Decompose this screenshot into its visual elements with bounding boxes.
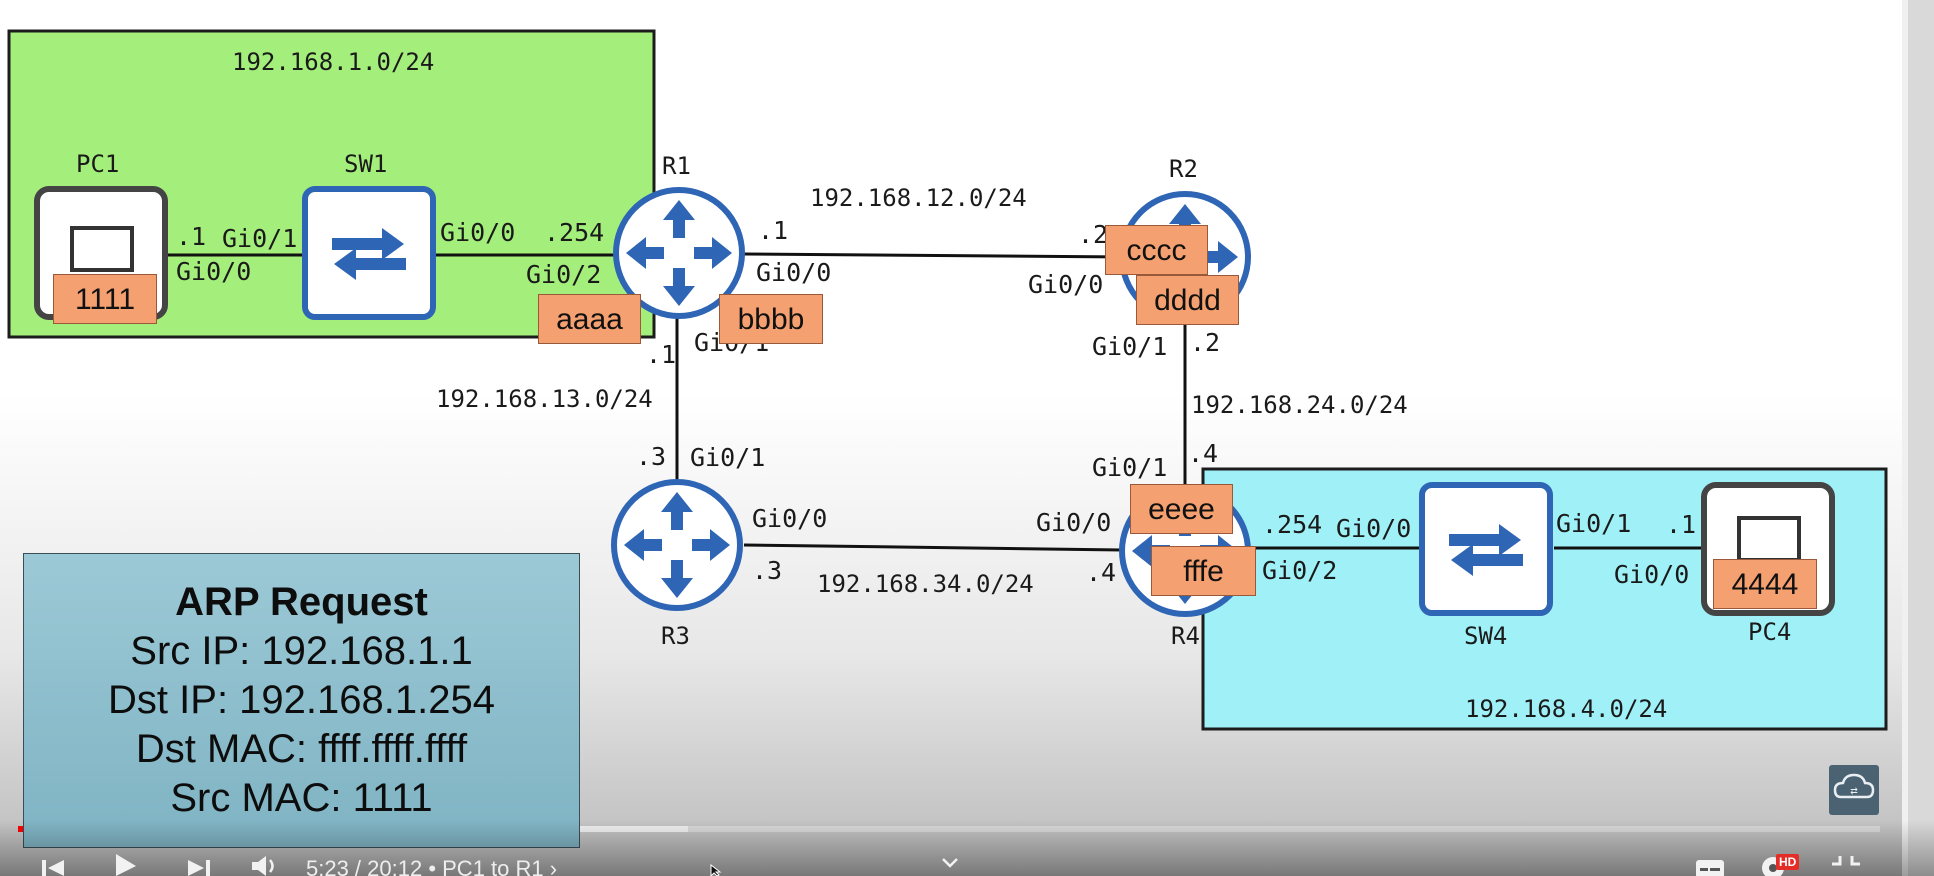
time-display[interactable]: 5:23 / 20:12 • PC1 to R1 › bbox=[306, 856, 558, 876]
device-name-r2: R2 bbox=[1169, 155, 1198, 183]
network-label-r2r4: 192.168.24.0/24 bbox=[1191, 391, 1408, 419]
r2-gi00-ip-label: .2 bbox=[1078, 220, 1109, 249]
device-name-sw1: SW1 bbox=[344, 150, 388, 178]
arp-dst-mac: Dst MAC: ffff.ffff.ffff bbox=[135, 727, 468, 771]
chevron-down-icon[interactable] bbox=[940, 856, 960, 870]
device-name-r3: R3 bbox=[661, 622, 690, 650]
r4-gi01-ip-label: .4 bbox=[1188, 439, 1219, 468]
sw1-gi00-label: Gi0/0 bbox=[440, 218, 516, 247]
mac-tag-r1-gi00: bbbb bbox=[719, 294, 823, 344]
play-icon[interactable] bbox=[112, 852, 140, 876]
r4-gi02-ip-label: .254 bbox=[1262, 510, 1323, 539]
device-name-r4: R4 bbox=[1171, 622, 1200, 650]
arp-src-ip: Src IP: 192.168.1.1 bbox=[130, 629, 473, 673]
r1-gi02-ip-label: .254 bbox=[544, 218, 605, 247]
network-label-r1r3: 192.168.13.0/24 bbox=[436, 385, 653, 413]
r1-gi01-ip-label: .1 bbox=[646, 340, 677, 369]
r4-gi02-label: Gi0/2 bbox=[1262, 556, 1338, 585]
sw1-node bbox=[302, 186, 436, 320]
arp-dst-ip: Dst IP: 192.168.1.254 bbox=[108, 678, 495, 722]
network-label-r3r4: 192.168.34.0/24 bbox=[817, 570, 1034, 598]
r1-node bbox=[612, 186, 746, 320]
arp-request-box: ARP Request Src IP: 192.168.1.1 Dst IP: … bbox=[23, 553, 580, 848]
mac-tag-r1-gi02: aaaa bbox=[538, 294, 641, 344]
r3-gi01-ip-label: .3 bbox=[636, 442, 667, 471]
hd-badge: HD bbox=[1776, 854, 1800, 870]
network-label-r1r2: 192.168.12.0/24 bbox=[810, 184, 1027, 212]
r2-gi00-label: Gi0/0 bbox=[1028, 270, 1104, 299]
mac-tag-r4-gi02: fffe bbox=[1151, 546, 1256, 596]
svg-text:⇄: ⇄ bbox=[1850, 786, 1858, 796]
network-label-lan1: 192.168.1.0/24 bbox=[232, 48, 435, 76]
switch-icon bbox=[302, 186, 436, 320]
r3-gi00-label: Gi0/0 bbox=[752, 504, 828, 533]
r1-gi02-label: Gi0/2 bbox=[526, 260, 602, 289]
r3-gi00-ip-label: .3 bbox=[752, 556, 783, 585]
mouse-cursor-icon bbox=[710, 864, 722, 876]
sw1-gi01-label: Gi0/1 bbox=[222, 224, 298, 253]
volume-icon[interactable] bbox=[250, 854, 282, 876]
device-name-r1: R1 bbox=[662, 152, 691, 180]
r4-gi00-ip-label: .4 bbox=[1086, 558, 1117, 587]
skip-previous-icon[interactable] bbox=[40, 856, 68, 876]
arp-title: ARP Request bbox=[175, 580, 428, 624]
subtitles-icon[interactable] bbox=[1694, 858, 1726, 876]
arp-src-mac: Src MAC: 1111 bbox=[170, 776, 433, 820]
pc1-interface-label: Gi0/0 bbox=[176, 257, 252, 286]
r2-gi01-ip-label: .2 bbox=[1190, 328, 1221, 357]
mac-tag-r2-gi00: cccc bbox=[1105, 225, 1208, 275]
sw4-gi00-label: Gi0/0 bbox=[1336, 514, 1412, 543]
sw4-gi01-label: Gi0/1 bbox=[1556, 509, 1632, 538]
pc4-interface-label: Gi0/0 bbox=[1614, 560, 1690, 589]
network-label-lan4: 192.168.4.0/24 bbox=[1465, 695, 1668, 723]
r2-gi01-label: Gi0/1 bbox=[1092, 332, 1168, 361]
r3-gi01-label: Gi0/1 bbox=[690, 443, 766, 472]
mac-tag-pc1: 1111 bbox=[53, 274, 157, 324]
r4-gi00-label: Gi0/0 bbox=[1036, 508, 1112, 537]
mac-tag-r4-gi01: eeee bbox=[1130, 484, 1233, 534]
r1-gi00-label: Gi0/0 bbox=[756, 258, 832, 287]
r3-node bbox=[610, 478, 744, 612]
exit-fullscreen-icon[interactable] bbox=[1830, 854, 1862, 876]
switch-icon bbox=[1419, 482, 1553, 616]
mac-tag-pc4: 4444 bbox=[1713, 559, 1817, 609]
device-name-pc1: PC1 bbox=[76, 150, 120, 178]
sw4-node bbox=[1419, 482, 1553, 616]
r1-gi00-ip-label: .1 bbox=[758, 216, 789, 245]
pc4-ip-label: .1 bbox=[1666, 510, 1697, 539]
r4-gi01-label: Gi0/1 bbox=[1092, 453, 1168, 482]
device-name-pc4: PC4 bbox=[1748, 618, 1792, 646]
router-icon bbox=[611, 479, 743, 611]
skip-next-icon[interactable] bbox=[184, 856, 212, 876]
video-controls bbox=[0, 820, 1934, 876]
router-icon bbox=[613, 187, 745, 319]
device-name-sw4: SW4 bbox=[1464, 622, 1508, 650]
mac-tag-r2-gi01: dddd bbox=[1136, 275, 1239, 325]
cloud-logo-icon[interactable]: ⇄ bbox=[1829, 765, 1879, 815]
pc1-ip-label: .1 bbox=[176, 222, 207, 251]
